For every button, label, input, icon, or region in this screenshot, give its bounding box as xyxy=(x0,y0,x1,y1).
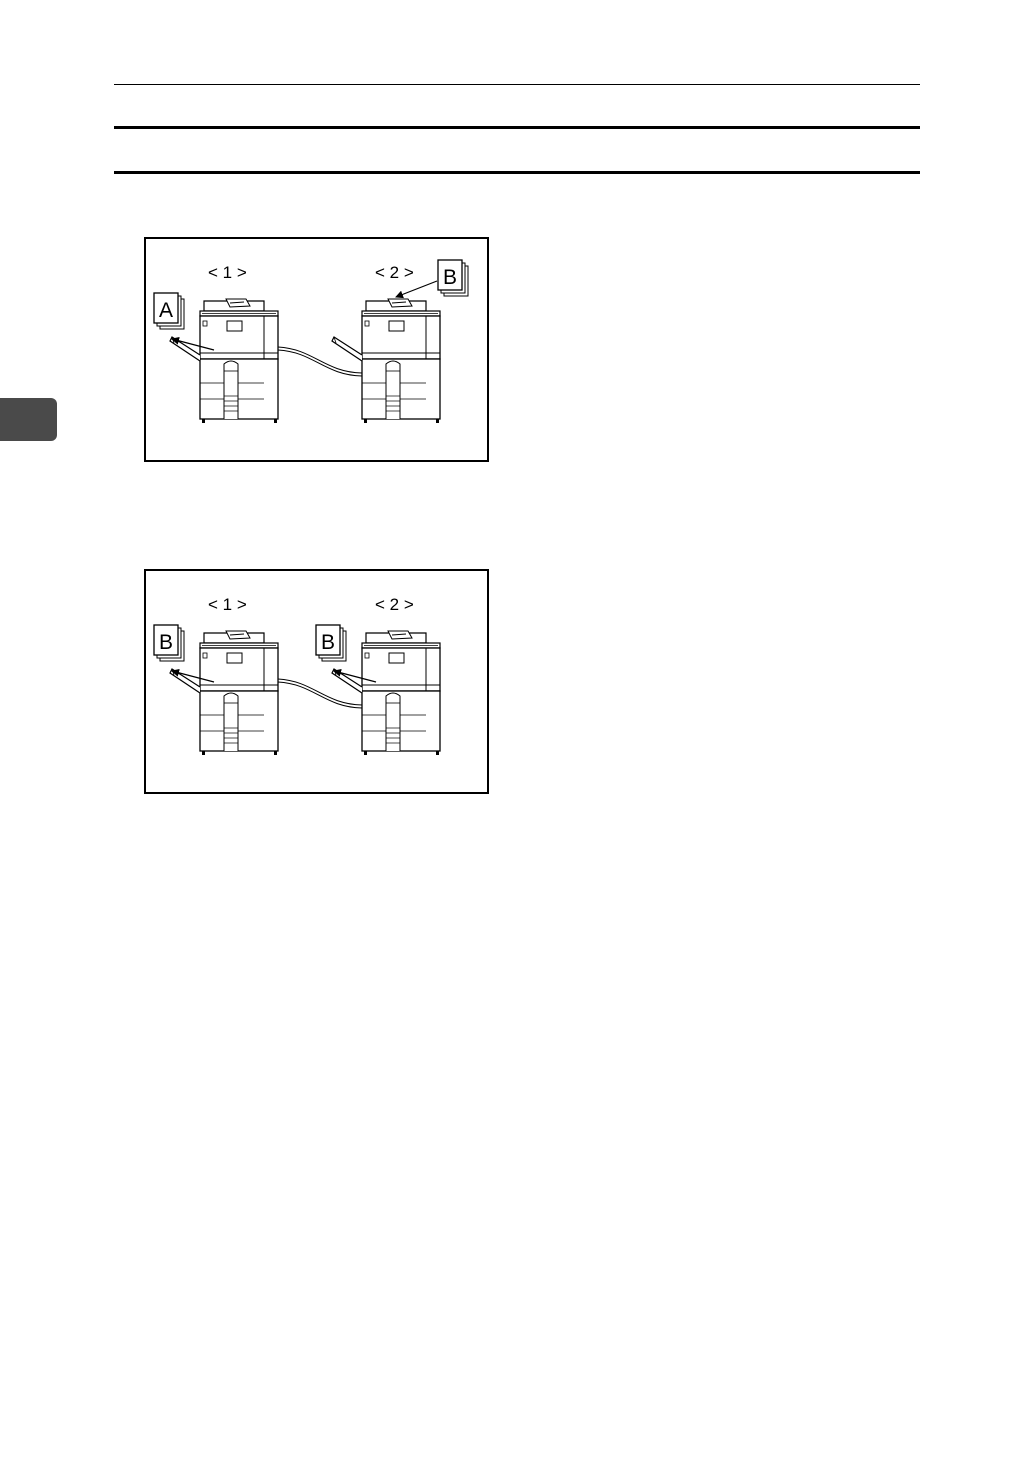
machine-1-label: < 1 > xyxy=(208,595,247,614)
svg-text:A: A xyxy=(159,299,173,322)
machine-2-label: < 2 > xyxy=(375,595,414,614)
document-a-icon: A xyxy=(154,293,184,329)
figure-remote-connect-before: < 1 > < 2 > A B xyxy=(144,237,489,462)
svg-text:B: B xyxy=(321,631,335,654)
machine-1-label: < 1 > xyxy=(208,263,247,282)
document-b-icon: B xyxy=(438,260,468,296)
section-rule-top xyxy=(114,126,920,129)
section-rule-bottom xyxy=(114,171,920,174)
svg-text:B: B xyxy=(443,266,457,289)
document-b-icon-machine-1: B xyxy=(154,625,184,661)
machine-2-label: < 2 > xyxy=(375,263,414,282)
svg-text:B: B xyxy=(159,631,173,654)
figure-remote-connect-after: < 1 > < 2 > B B xyxy=(144,569,489,794)
chapter-tab xyxy=(0,398,57,441)
header-rule xyxy=(114,84,920,85)
document-b-icon-machine-2: B xyxy=(316,625,346,661)
